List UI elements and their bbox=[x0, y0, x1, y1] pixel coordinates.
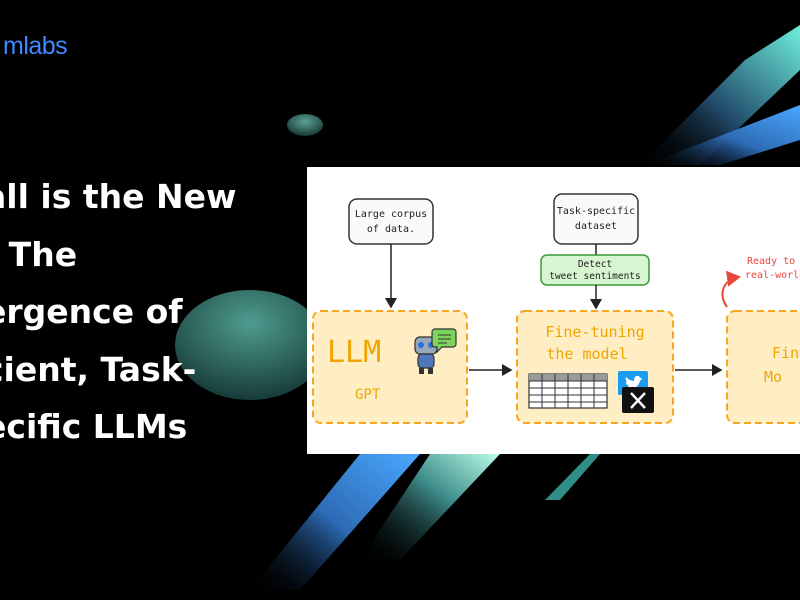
chat-bubble-icon bbox=[431, 328, 457, 354]
diagonal-stripe bbox=[640, 25, 800, 165]
diagram-panel: Large corpus of data. Task-specific data… bbox=[307, 167, 800, 454]
finetune-label-line: Fine-tuning bbox=[545, 323, 644, 341]
final-label-line: Fin bbox=[772, 344, 799, 362]
fine-tuning-diagram: Large corpus of data. Task-specific data… bbox=[312, 193, 800, 424]
x-logo-icon bbox=[622, 387, 654, 413]
title-line: ergence of bbox=[0, 292, 183, 331]
diagonal-stripe bbox=[545, 454, 600, 500]
title-line: all is the New bbox=[0, 177, 237, 216]
finetune-node: Fine-tuning the model bbox=[516, 310, 674, 424]
sentiment-label-line: tweet sentiments bbox=[549, 271, 641, 282]
llm-subtitle: GPT bbox=[355, 387, 381, 403]
title-line: cient, Task- bbox=[0, 349, 197, 389]
ready-annotation: Ready to real-world bbox=[721, 256, 800, 308]
dataset-node: Task-specific dataset bbox=[553, 193, 639, 245]
sentiment-label-line: Detect bbox=[578, 259, 612, 270]
finetune-label-line: the model bbox=[546, 345, 627, 363]
curved-arrow-icon bbox=[721, 270, 741, 308]
table-icon bbox=[528, 373, 608, 409]
corpus-node: Large corpus of data. bbox=[348, 198, 434, 245]
final-label-line: Mo bbox=[764, 368, 782, 386]
sentiment-node: Detect tweet sentiments bbox=[540, 254, 650, 286]
corpus-label-line: Large corpus bbox=[355, 209, 427, 220]
dataset-label-line: dataset bbox=[575, 221, 617, 232]
llm-title: LLM bbox=[327, 335, 381, 370]
diagonal-stripe bbox=[250, 454, 420, 590]
dataset-label-line: Task-specific bbox=[557, 206, 635, 217]
ready-label-line: real-world bbox=[745, 270, 800, 281]
corpus-label-line: of data. bbox=[367, 224, 415, 235]
article-title: all is the New : The ergence of cient, T… bbox=[0, 168, 284, 456]
title-line: ecific LLMs bbox=[0, 407, 188, 446]
final-model-node: Fin Mo bbox=[726, 310, 800, 424]
glow-blob bbox=[287, 114, 323, 136]
llm-node: LLM GPT bbox=[312, 310, 468, 424]
diagonal-stripe bbox=[645, 105, 800, 165]
title-line: : The bbox=[0, 234, 78, 274]
ready-label-line: Ready to bbox=[747, 256, 795, 267]
diagonal-stripe bbox=[360, 454, 500, 560]
glow-blob bbox=[175, 290, 325, 400]
brand-logo-text: mlabs bbox=[3, 32, 68, 60]
